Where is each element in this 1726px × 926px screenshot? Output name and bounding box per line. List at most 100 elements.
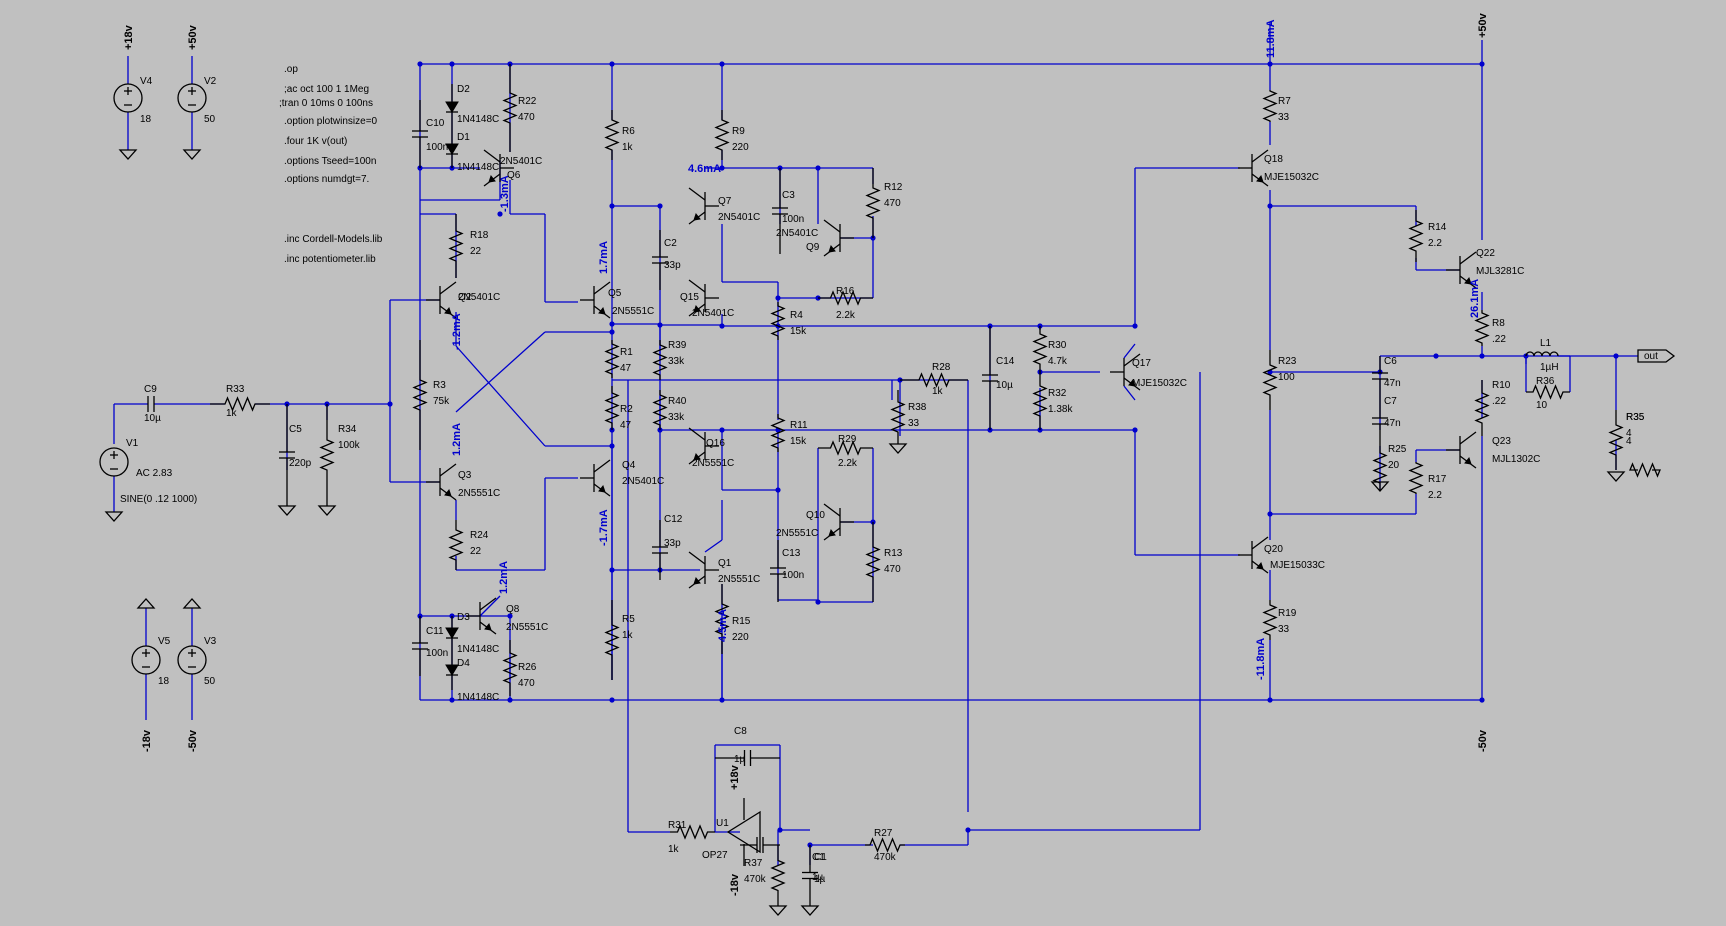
resistor-value: 33k bbox=[668, 412, 685, 423]
resistor-R40 bbox=[652, 390, 668, 430]
diode-name: D4 bbox=[457, 658, 470, 669]
source-ac: AC 2.83 bbox=[136, 468, 173, 479]
junction-dot bbox=[719, 165, 725, 171]
capacitor-C1 bbox=[802, 845, 818, 906]
spice-directive: .four 1K v(out) bbox=[284, 136, 347, 147]
resistor-R18 bbox=[448, 214, 464, 278]
diode-D2 bbox=[445, 84, 459, 130]
resistor-name: R10 bbox=[1492, 380, 1511, 391]
resistor-name: R6 bbox=[622, 126, 635, 137]
resistor-value: 220 bbox=[732, 632, 749, 643]
transistor-name: Q20 bbox=[1264, 544, 1283, 555]
resistor-R32 bbox=[1032, 372, 1048, 430]
resistor-value: 1k bbox=[622, 630, 634, 641]
resistor-R22 bbox=[502, 64, 518, 152]
resistor-value: 22 bbox=[470, 246, 482, 257]
junction-dot bbox=[1267, 697, 1273, 703]
transistor-Q15 bbox=[688, 279, 719, 317]
resistor-R11 bbox=[770, 414, 786, 452]
transistor-Q23 bbox=[1446, 431, 1477, 469]
source-value: 18 bbox=[158, 676, 170, 687]
resistor-name: R30 bbox=[1048, 340, 1067, 351]
source-name: V3 bbox=[204, 636, 217, 647]
spice-directive: .inc Cordell-Models.lib bbox=[284, 234, 383, 245]
resistor-R37 bbox=[770, 845, 786, 906]
capacitor-C3 bbox=[772, 168, 788, 254]
resistor-R38 bbox=[890, 390, 906, 444]
resistor-name: R9 bbox=[732, 126, 745, 137]
transistor-name: Q15 bbox=[680, 292, 699, 303]
resistor-name: R22 bbox=[518, 96, 537, 107]
transistor-value: 2N5401C bbox=[622, 476, 664, 487]
resistor-R29 bbox=[818, 440, 873, 456]
capacitor-name: C13 bbox=[782, 548, 801, 559]
resistor-value: 75k bbox=[433, 396, 450, 407]
net-p50-label: +50v bbox=[1477, 12, 1489, 38]
resistor-name: R31 bbox=[668, 820, 687, 831]
components bbox=[99, 64, 1676, 916]
capacitor-C14 bbox=[982, 326, 998, 430]
resistor-name: R34 bbox=[338, 424, 357, 435]
resistor-R19 bbox=[1262, 600, 1278, 640]
opamp-value: OP27 bbox=[702, 850, 728, 861]
resistor-value: 20 bbox=[1388, 460, 1400, 471]
resistor-value: 2.2 bbox=[1428, 238, 1442, 249]
resistor-value: 22 bbox=[470, 546, 482, 557]
junction-dot bbox=[609, 321, 615, 327]
voltage-source-V4 bbox=[113, 83, 143, 113]
transistor-value: MJE15032C bbox=[1132, 378, 1187, 389]
resistor-value: 10 bbox=[1536, 400, 1548, 411]
junction-dot bbox=[1479, 697, 1485, 703]
transistor-Q8 bbox=[466, 597, 497, 635]
resistor-value: 2.2k bbox=[836, 310, 856, 321]
junction-dot bbox=[449, 697, 455, 703]
ground-symbol bbox=[317, 505, 337, 516]
capacitor-value: 33p bbox=[664, 260, 681, 271]
junction-dot bbox=[609, 567, 615, 573]
source-value: 50 bbox=[204, 676, 216, 687]
resistor-R4 bbox=[770, 302, 786, 340]
transistor-Q17 bbox=[1110, 353, 1141, 391]
resistor-name: R7 bbox=[1278, 96, 1291, 107]
transistor-name: Q3 bbox=[458, 470, 472, 481]
ground-symbol bbox=[1606, 471, 1626, 482]
capacitor-value: 47n bbox=[1384, 418, 1401, 429]
capacitor-name: C1 bbox=[814, 852, 827, 863]
resistor-name: R24 bbox=[470, 530, 489, 541]
transistor-name: Q23 bbox=[1492, 436, 1511, 447]
capacitor-name: C6 bbox=[1384, 356, 1397, 367]
resistor-name: R29 bbox=[838, 434, 857, 445]
junction-dot bbox=[1479, 61, 1485, 67]
junction-dot bbox=[417, 61, 423, 67]
capacitor-value: 10µ bbox=[996, 380, 1013, 391]
supply-up-symbol bbox=[182, 598, 202, 609]
ground-symbol bbox=[277, 505, 297, 516]
capacitor-C12 bbox=[652, 520, 668, 580]
junction-dot bbox=[1132, 323, 1138, 329]
resistor-R1 bbox=[604, 340, 620, 378]
resistor-name: R8 bbox=[1492, 318, 1505, 329]
capacitor-name: C12 bbox=[664, 514, 683, 525]
net-n50-label: -50v bbox=[187, 729, 199, 752]
resistor-R9 bbox=[714, 110, 730, 160]
ground-symbol bbox=[800, 905, 820, 916]
resistor-value: .22 bbox=[1492, 396, 1506, 407]
resistor-value: 100 bbox=[1278, 372, 1295, 383]
spice-directive: ;tran 0 10ms 0 100ns bbox=[279, 98, 373, 109]
resistor-name: R11 bbox=[790, 420, 808, 431]
capacitor-value: 220p bbox=[289, 458, 312, 469]
diode-value: 1N4148C bbox=[457, 162, 499, 173]
transistor-name: Q5 bbox=[608, 288, 622, 299]
source-name: V1 bbox=[126, 438, 139, 449]
resistor-R13 bbox=[865, 522, 881, 602]
junction-dot bbox=[609, 697, 615, 703]
transistor-name: Q10 bbox=[806, 510, 825, 521]
capacitor-name: C5 bbox=[289, 424, 302, 435]
transistor-name: Q6 bbox=[507, 170, 521, 181]
transistor-Q6 bbox=[483, 149, 514, 187]
diode-name: D3 bbox=[457, 612, 470, 623]
junction-dot bbox=[387, 401, 393, 407]
junction-dot bbox=[815, 599, 821, 605]
transistor-name: Q2 bbox=[458, 292, 472, 303]
transistor-value: 2N5551C bbox=[718, 574, 760, 585]
